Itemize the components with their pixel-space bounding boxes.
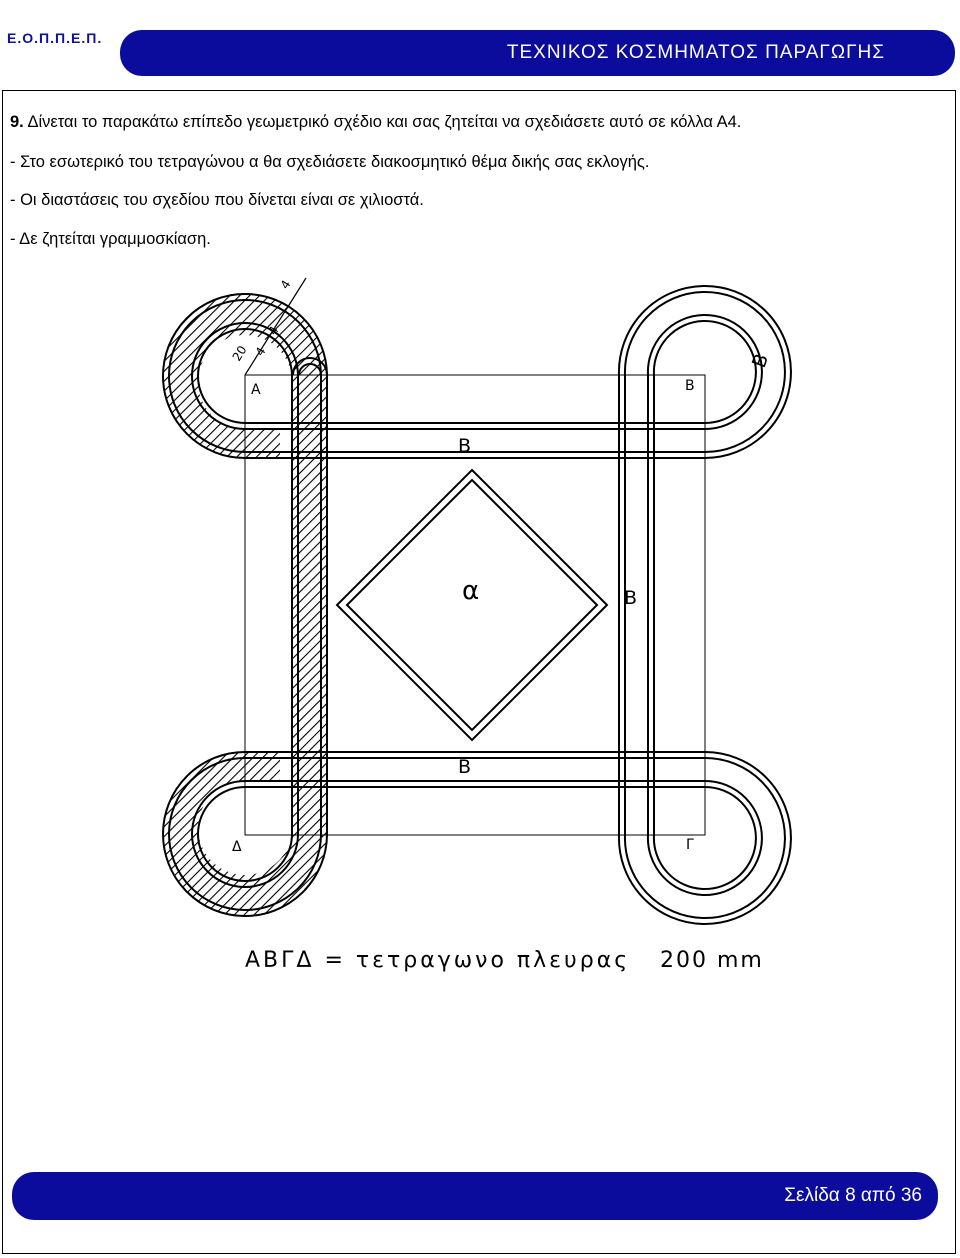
footer-bar: Σελίδα 8 από 36 xyxy=(12,1172,938,1220)
dimension-label-radius: 20 xyxy=(230,343,250,363)
construction-square xyxy=(244,374,706,836)
instruction-item-2: - Οι διαστάσεις του σχεδίου που δίνεται … xyxy=(10,191,424,209)
hatched-swirl-top-left xyxy=(162,292,327,459)
band-label-bottom: B xyxy=(458,756,471,778)
instruction-item-3: - Δε ζητείται γραμμοσκίαση. xyxy=(10,230,211,248)
center-square-inner xyxy=(345,478,599,732)
exercise-text: Δίνεται το παρακάτω επίπεδο γεωμετρικό σ… xyxy=(27,113,742,131)
instruction-item-1: - Στο εσωτερικό του τετραγώνου α θα σχεδ… xyxy=(10,153,650,171)
corner-label-b: B xyxy=(685,378,695,394)
corner-label-d: Δ xyxy=(232,839,242,855)
hatched-swirl-bottom-left xyxy=(162,752,327,918)
band-label-top: B xyxy=(458,435,471,457)
center-square-outer xyxy=(335,468,609,742)
band-label-corner: B xyxy=(748,351,773,371)
exercise-statement: 9. Δίνεται το παρακάτω επίπεδο γεωμετρικ… xyxy=(10,112,741,132)
corner-label-g: Γ xyxy=(686,837,694,853)
technical-drawing: A B Γ Δ B B B B α 4 20 4 4 ΑΒΓΔ = τετραγ… xyxy=(162,277,792,973)
organization-name: Ε.Ο.Π.Π.Ε.Π. xyxy=(7,30,103,46)
dimension-label-band-1: 4 xyxy=(253,345,269,359)
band-label-right: B xyxy=(624,587,637,609)
corner-label-a: A xyxy=(251,382,261,398)
exercise-number: 9. xyxy=(10,113,24,131)
dimension-label-outer: 4 xyxy=(278,278,294,292)
page-number: Σελίδα 8 από 36 xyxy=(784,1185,922,1206)
page-border xyxy=(2,90,956,1254)
drawing-caption: ΑΒΓΔ = τετραγωνο πλευρας xyxy=(245,948,630,973)
center-label-alpha: α xyxy=(462,576,479,606)
drawing-caption-dimension: 200 mm xyxy=(660,948,764,973)
header-bar: ΤΕΧΝΙΚΟΣ ΚΟΣΜΗΜΑΤΟΣ ΠΑΡΑΓΩΓΗΣ xyxy=(120,30,955,76)
document-title: ΤΕΧΝΙΚΟΣ ΚΟΣΜΗΜΑΤΟΣ ΠΑΡΑΓΩΓΗΣ xyxy=(506,42,885,63)
